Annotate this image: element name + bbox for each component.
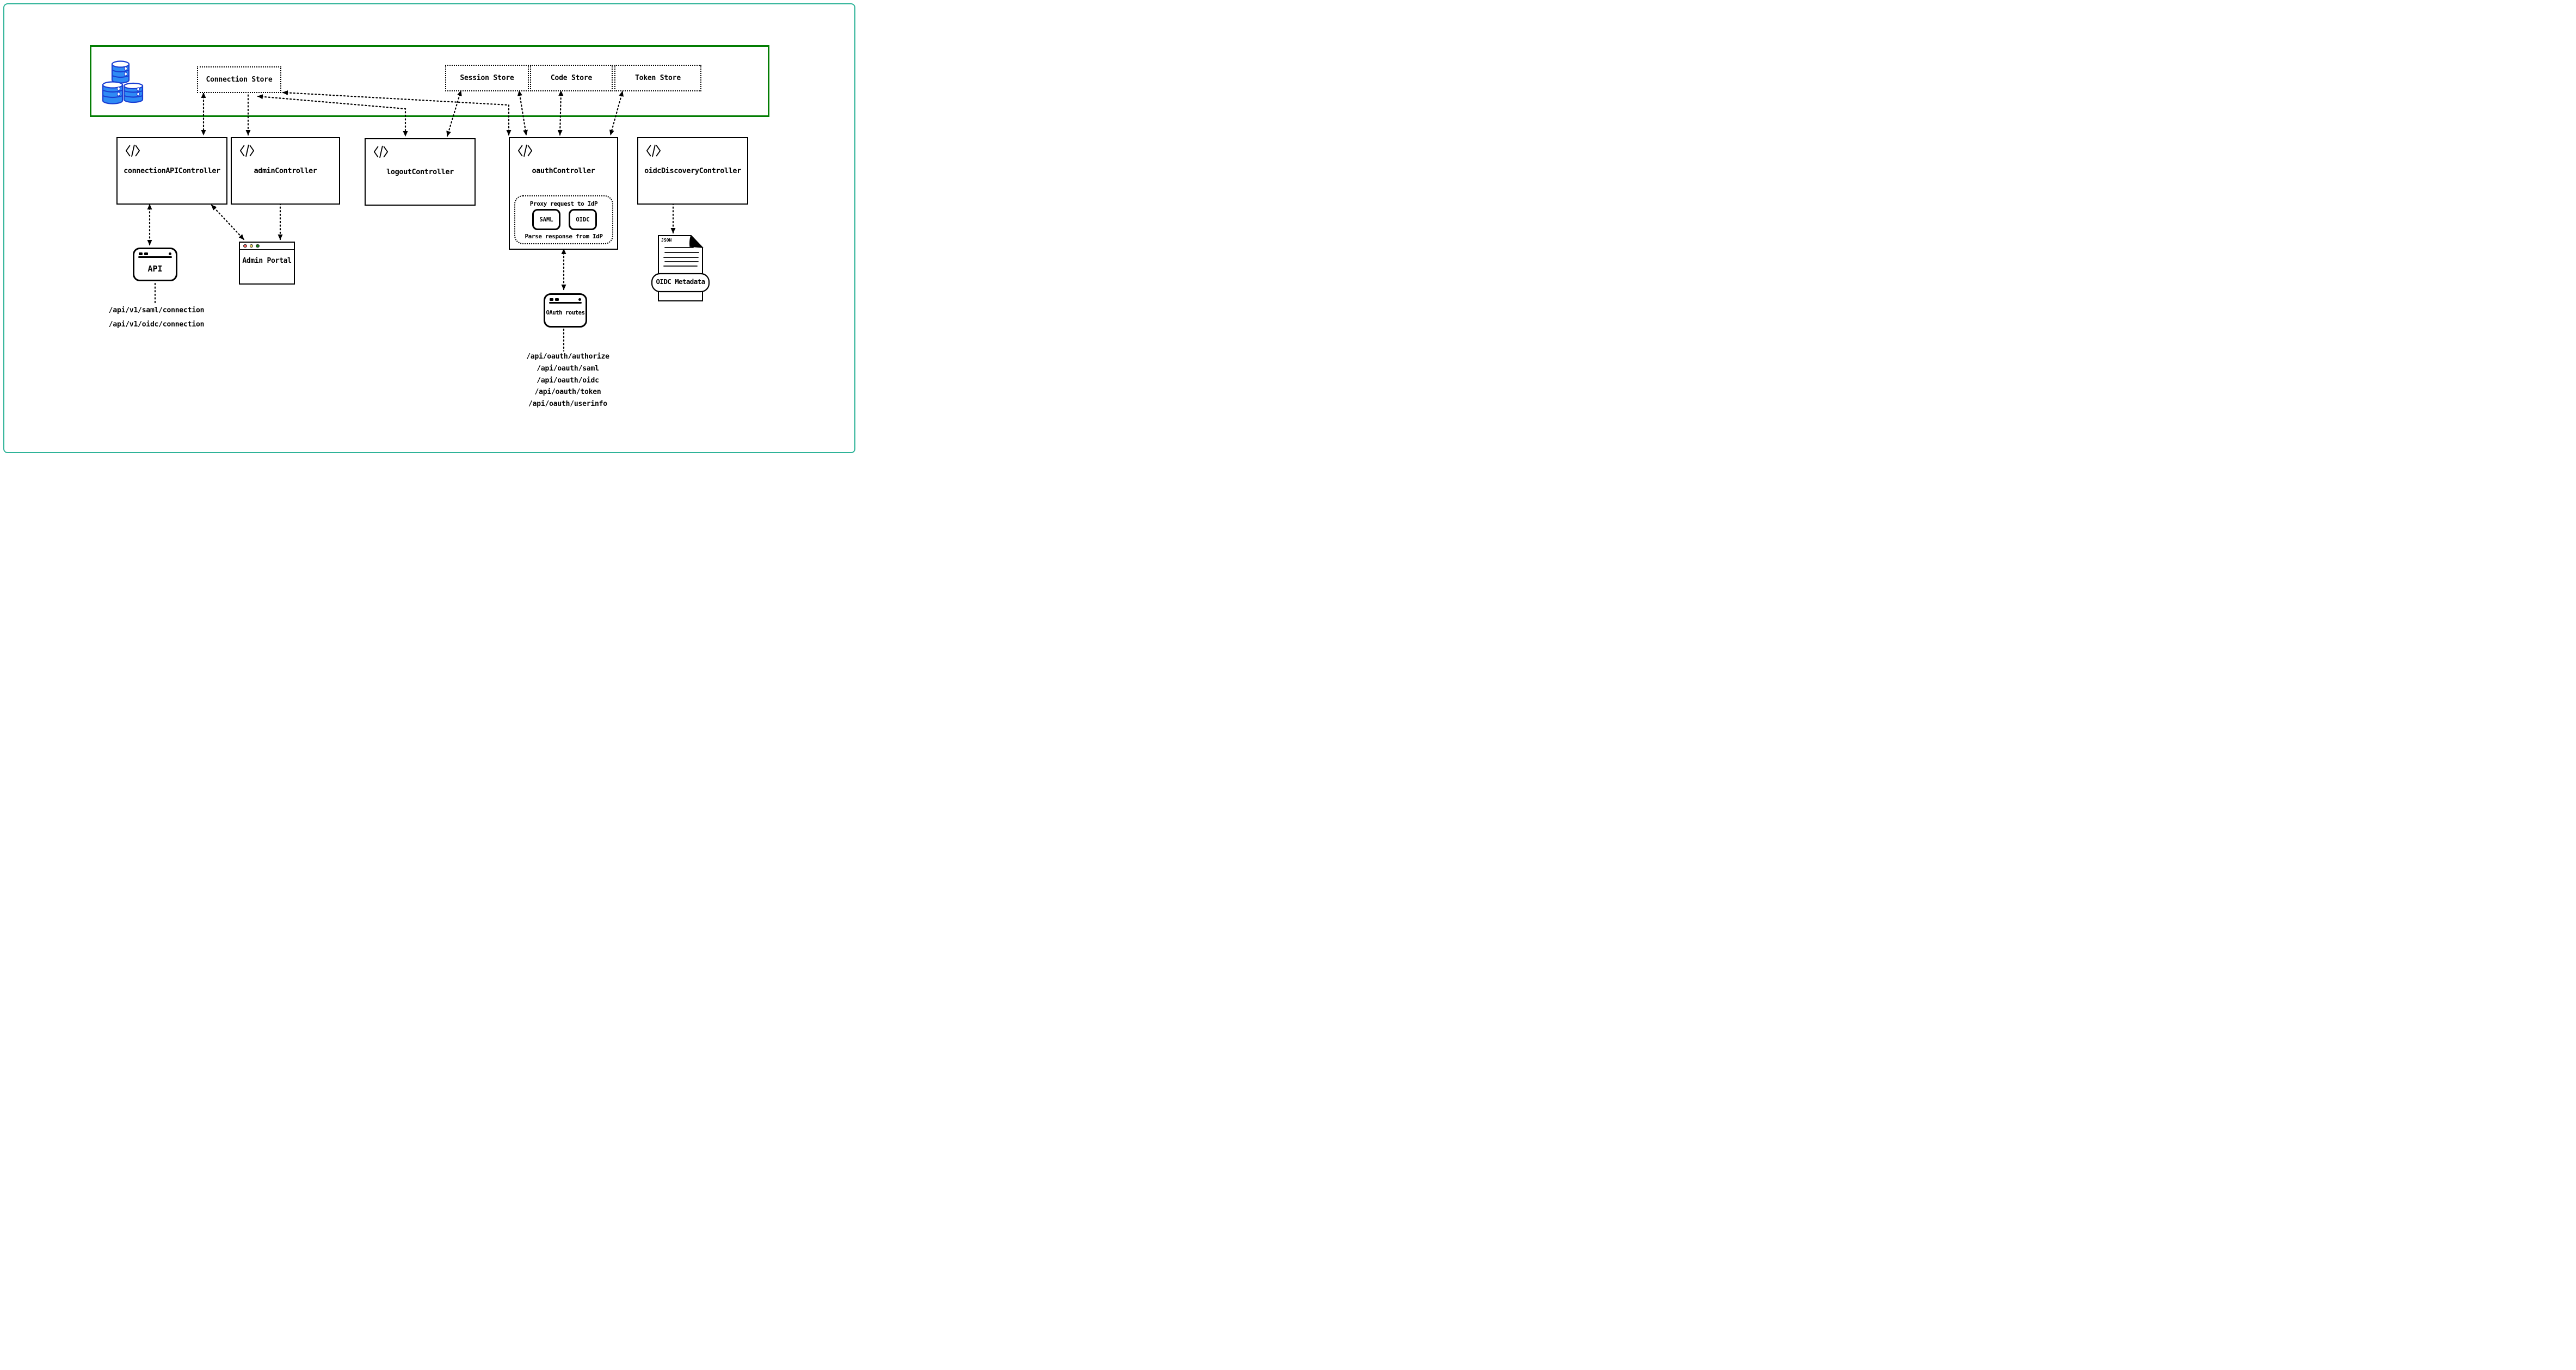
window-close-dot: [243, 244, 247, 248]
oidc-discovery-controller-box: oidcDiscoveryController: [637, 137, 748, 205]
route-item: /api/oauth/token: [534, 388, 601, 397]
route-item: /api/oauth/authorize: [526, 353, 609, 361]
api-client-icon: API: [133, 248, 177, 281]
logout-controller-box: logoutController: [365, 138, 476, 206]
connection-api-controller-label: connectionAPIController: [124, 166, 220, 175]
browser-chrome-dot: [550, 298, 553, 301]
json-doc-type-label: JSON: [661, 238, 672, 243]
code-icon: [239, 144, 255, 157]
code-icon: [373, 145, 389, 158]
session-store-box: Session Store: [445, 65, 529, 91]
oidc-discovery-controller-label: oidcDiscoveryController: [644, 166, 741, 175]
code-icon: [517, 144, 533, 157]
oauth-routes-client-icon: OAuth routes: [544, 293, 587, 328]
route-item: /api/oauth/oidc: [537, 376, 599, 385]
oauth-controller-label: oauthController: [532, 166, 595, 175]
route-item: /api/oauth/saml: [537, 364, 599, 373]
oidc-label: OIDC: [576, 216, 590, 223]
api-client-label: API: [147, 264, 163, 274]
window-zoom-dot: [256, 244, 260, 248]
code-icon: [125, 144, 140, 157]
admin-controller-box: adminController: [231, 137, 340, 205]
token-store-label: Token Store: [635, 74, 681, 82]
idp-proxy-box: Proxy request to IdP SAML OIDC Parse res…: [514, 195, 613, 244]
saml-protocol-box: SAML: [532, 209, 560, 230]
browser-chrome-dot: [578, 298, 581, 301]
oauth-route-list: /api/oauth/authorize /api/oauth/saml /ap…: [515, 351, 621, 410]
browser-chrome-line: [549, 302, 582, 304]
page-frame: [3, 3, 855, 453]
browser-chrome-dot: [169, 252, 171, 255]
connection-store-label: Connection Store: [206, 76, 273, 84]
architecture-diagram: Connection Store Session Store Code Stor…: [0, 0, 859, 456]
code-store-box: Code Store: [530, 65, 613, 91]
window-minimize-dot: [249, 244, 253, 248]
admin-portal-window: Admin Portal: [239, 242, 295, 285]
oidc-protocol-box: OIDC: [569, 209, 597, 230]
route-item: /api/oauth/userinfo: [528, 400, 607, 409]
connection-store-box: Connection Store: [197, 66, 281, 93]
browser-chrome-dot: [144, 252, 148, 255]
session-store-label: Session Store: [460, 74, 514, 82]
oauth-controller-box: oauthController Proxy request to IdP SAM…: [509, 137, 618, 250]
oidc-metadata-label: OIDC Metadata: [656, 277, 705, 286]
route-item: /api/v1/oidc/connection: [108, 320, 205, 329]
connection-api-route-list: /api/v1/saml/connection /api/v1/oidc/con…: [103, 304, 209, 332]
window-titlebar: [240, 243, 294, 250]
token-store-box: Token Store: [614, 65, 701, 91]
code-store-label: Code Store: [550, 74, 593, 82]
logout-controller-label: logoutController: [386, 168, 454, 176]
proxy-request-label: Proxy request to IdP: [529, 200, 598, 207]
browser-chrome-dot: [555, 298, 559, 301]
oauth-routes-label: OAuth routes: [546, 310, 585, 316]
browser-chrome-line: [138, 256, 172, 258]
code-icon: [646, 144, 661, 157]
browser-chrome-dot: [139, 252, 143, 255]
saml-label: SAML: [539, 216, 553, 223]
route-item: /api/v1/saml/connection: [108, 306, 205, 314]
admin-controller-label: adminController: [254, 166, 317, 175]
admin-portal-label: Admin Portal: [242, 257, 292, 265]
connection-api-controller-box: connectionAPIController: [116, 137, 227, 205]
parse-response-label: Parse response from IdP: [525, 233, 603, 240]
